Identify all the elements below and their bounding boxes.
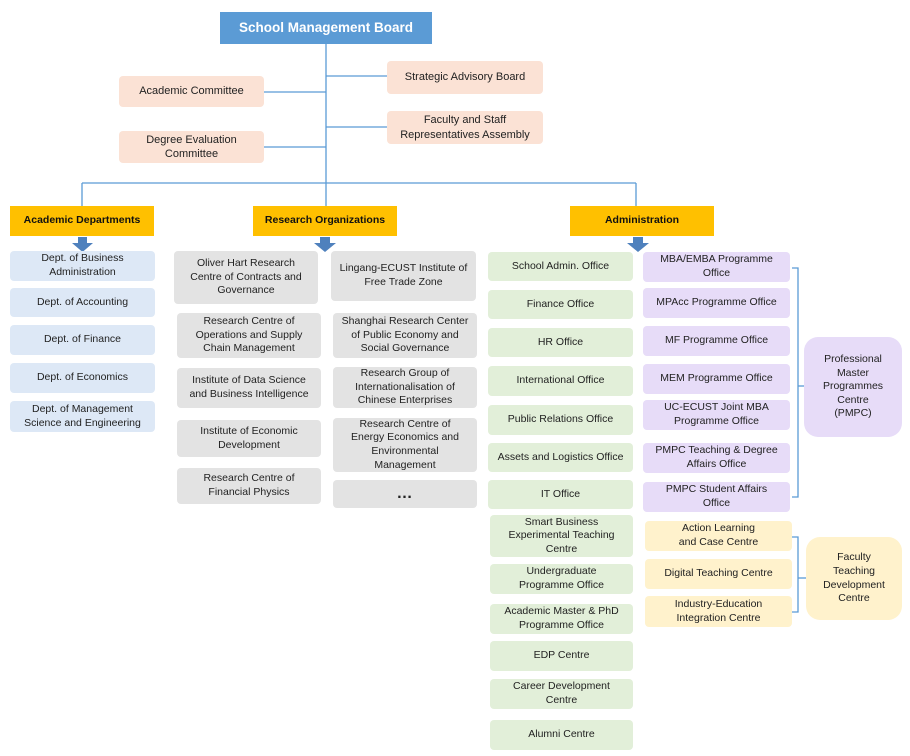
pmpc-group: Professional Master Programmes Centre (P…: [804, 337, 902, 437]
admin-finance-office: Finance Office: [488, 290, 633, 319]
admin-assets-logistics-office: Assets and Logistics Office: [488, 443, 633, 472]
admin-school-admin-office: School Admin. Office: [488, 252, 633, 281]
research-energy-economics: Research Centre of Energy Economics and …: [333, 418, 477, 472]
dept-business-administration: Dept. of Business Administration: [10, 251, 155, 281]
research-internationalisation: Research Group of Internationalisation o…: [333, 367, 477, 408]
degree-evaluation-committee: Degree Evaluation Committee: [119, 131, 264, 163]
admin-undergraduate-office: Undergraduate Programme Office: [490, 564, 633, 594]
admin-smart-business-centre: Smart Business Experimental Teaching Cen…: [490, 515, 633, 557]
industry-education-centre: Industry-Education Integration Centre: [645, 596, 792, 627]
admin-it-office: IT Office: [488, 480, 633, 509]
research-economic-development: Institute of Economic Development: [177, 420, 321, 457]
faculty-staff-assembly: Faculty and Staff Representatives Assemb…: [387, 111, 543, 144]
dept-accounting: Dept. of Accounting: [10, 288, 155, 317]
research-lingang-ecust: Lingang-ECUST Institute of Free Trade Zo…: [331, 251, 476, 301]
academic-committee: Academic Committee: [119, 76, 264, 107]
pmpc-uc-ecust-mba-office: UC-ECUST Joint MBA Programme Office: [643, 400, 790, 430]
pmpc-teaching-degree-office: PMPC Teaching & Degree Affairs Office: [643, 443, 790, 473]
pmpc-mem-office: MEM Programme Office: [643, 364, 790, 394]
research-shanghai-public-economy: Shanghai Research Center of Public Econo…: [333, 313, 477, 358]
faculty-teaching-development-centre: Faculty Teaching Development Centre: [806, 537, 902, 620]
research-financial-physics: Research Centre of Financial Physics: [177, 468, 321, 504]
action-learning-case-centre: Action Learning and Case Centre: [645, 521, 792, 551]
research-organizations-header: Research Organizations: [253, 206, 397, 236]
admin-public-relations-office: Public Relations Office: [488, 405, 633, 435]
admin-master-phd-office: Academic Master & PhD Programme Office: [490, 604, 633, 634]
admin-alumni-centre: Alumni Centre: [490, 720, 633, 750]
dept-economics: Dept. of Economics: [10, 363, 155, 393]
admin-international-office: International Office: [488, 366, 633, 396]
research-more-ellipsis: …: [333, 480, 477, 508]
academic-departments-header: Academic Departments: [10, 206, 154, 236]
pmpc-mpacc-office: MPAcc Programme Office: [643, 288, 790, 318]
research-data-science: Institute of Data Science and Business I…: [177, 368, 321, 408]
pmpc-student-affairs-office: PMPC Student Affairs Office: [643, 482, 790, 512]
pmpc-mf-office: MF Programme Office: [643, 326, 790, 356]
dept-management-science: Dept. of Management Science and Engineer…: [10, 401, 155, 432]
admin-career-development-centre: Career Development Centre: [490, 679, 633, 709]
admin-edp-centre: EDP Centre: [490, 641, 633, 671]
dept-finance: Dept. of Finance: [10, 325, 155, 355]
strategic-advisory-board: Strategic Advisory Board: [387, 61, 543, 94]
admin-hr-office: HR Office: [488, 328, 633, 357]
research-operations-supply-chain: Research Centre of Operations and Supply…: [177, 313, 321, 358]
pmpc-mba-emba-office: MBA/EMBA Programme Office: [643, 252, 790, 282]
school-management-board: School Management Board: [220, 12, 432, 44]
administration-header: Administration: [570, 206, 714, 236]
digital-teaching-centre: Digital Teaching Centre: [645, 559, 792, 589]
research-oliver-hart: Oliver Hart Research Centre of Contracts…: [174, 251, 318, 304]
